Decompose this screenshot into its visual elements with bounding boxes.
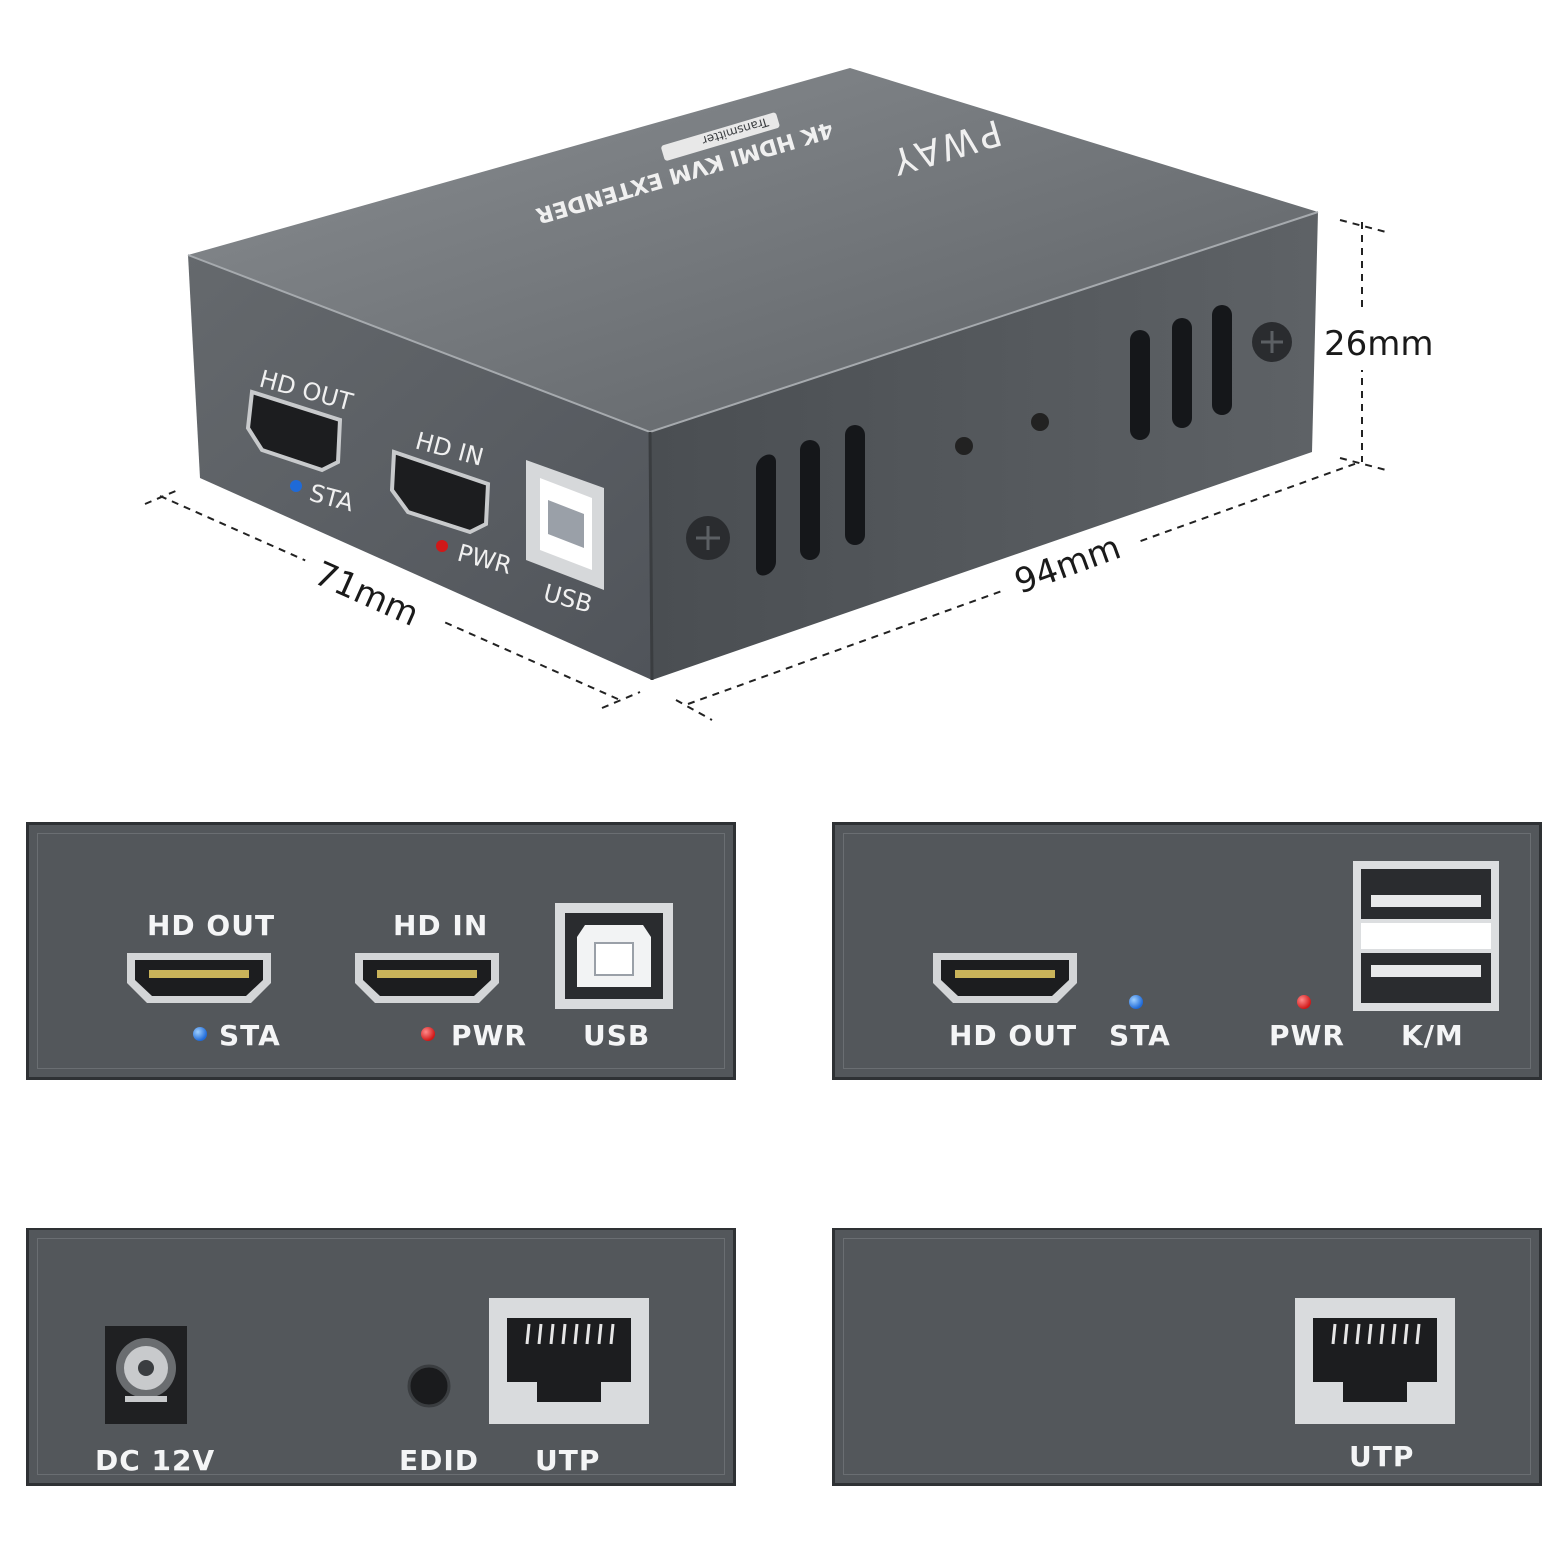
dc-power-jack[interactable] [105, 1326, 187, 1424]
product-isometric-view: PWAY 4K HDMI KVM EXTENDER Transmitter HD… [144, 68, 1434, 721]
tx-hd-out-label: HD OUT [147, 909, 276, 942]
tx-sta-led [193, 1027, 207, 1041]
transmitter-front-panel: HD OUT STA HD IN PWR USB [26, 822, 736, 1080]
iso-hdmi-in-port [389, 449, 491, 535]
rx-sta-led [1129, 995, 1143, 1009]
rx-pwr-label: PWR [1269, 1019, 1345, 1052]
rx-utp-label: UTP [1349, 1440, 1415, 1473]
receiver-front-panel: HD OUT STA PWR K/M [832, 822, 1542, 1080]
tx-sta-label: STA [219, 1019, 281, 1052]
tx-utp-label: UTP [535, 1444, 601, 1477]
iso-pwr-led [436, 540, 448, 552]
dc-12v-label: DC 12V [95, 1444, 216, 1477]
iso-usb-port [526, 460, 604, 590]
receiver-back-panel: UTP [832, 1228, 1542, 1486]
device-top-face [188, 68, 1318, 432]
transmitter-back-panel: DC 12V EDID UTP [26, 1228, 736, 1486]
device-side-face [650, 212, 1318, 680]
rx-usb-a-dual-port[interactable] [1353, 861, 1499, 1011]
iso-hdmi-out-port [245, 389, 343, 473]
edid-button[interactable] [407, 1364, 451, 1408]
tx-hdmi-out-port[interactable] [123, 949, 275, 1007]
tx-hd-in-label: HD IN [393, 909, 489, 942]
tx-pwr-led [421, 1027, 435, 1041]
tx-utp-rj45-port[interactable] [489, 1298, 649, 1424]
rx-sta-label: STA [1109, 1019, 1171, 1052]
rx-hd-out-label: HD OUT [949, 1019, 1078, 1052]
iso-sta-led [290, 480, 302, 492]
tx-usb-b-port[interactable] [555, 903, 673, 1009]
edid-label: EDID [399, 1444, 480, 1477]
rx-km-label: K/M [1401, 1019, 1464, 1052]
dimension-height: 26mm [1324, 324, 1434, 364]
tx-hdmi-in-port[interactable] [351, 949, 503, 1007]
rx-pwr-led [1297, 995, 1311, 1009]
rx-utp-rj45-port[interactable] [1295, 1298, 1455, 1424]
tx-pwr-label: PWR [451, 1019, 527, 1052]
rx-hdmi-out-port[interactable] [929, 949, 1081, 1007]
tx-usb-label: USB [583, 1019, 651, 1052]
